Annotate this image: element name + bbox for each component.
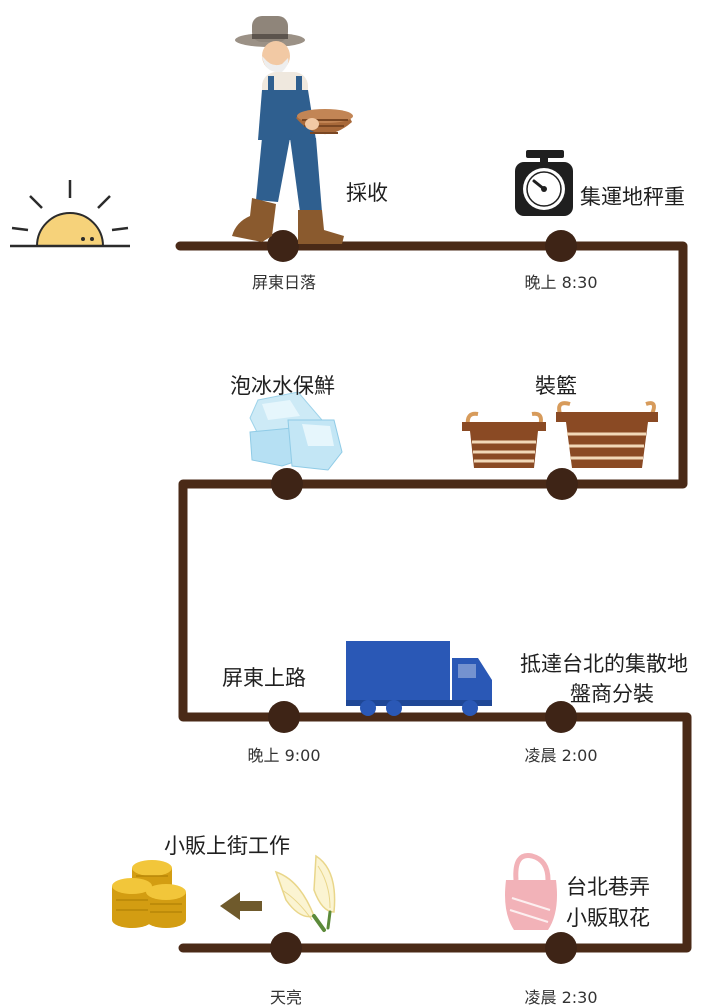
station-dot-ice bbox=[271, 468, 303, 500]
time-900-label: 晚上 9:00 bbox=[247, 746, 321, 765]
scale-icon bbox=[515, 150, 573, 216]
flower-bag-icon bbox=[505, 853, 557, 930]
station-dot-daybreak bbox=[270, 932, 302, 964]
step-vendor-pick-label-line1: 台北巷弄 bbox=[566, 875, 650, 899]
step-depart-label: 屏東上路 bbox=[222, 666, 306, 690]
left-arrow-icon bbox=[220, 892, 262, 920]
time-830-label: 晚上 8:30 bbox=[524, 273, 598, 292]
ice-icon bbox=[249, 391, 343, 471]
station-dot-basket bbox=[546, 468, 578, 500]
station-dot-sunset bbox=[267, 230, 299, 262]
station-dot-depart bbox=[268, 701, 300, 733]
step-vendor-pick-label-line2: 小販取花 bbox=[566, 906, 650, 930]
baskets-icon bbox=[462, 401, 658, 468]
step-weigh-label: 集運地秤重 bbox=[580, 185, 685, 209]
time-daybreak-label: 天亮 bbox=[269, 988, 303, 1007]
station-dot-weigh bbox=[545, 230, 577, 262]
time-sunset-label: 屏東日落 bbox=[251, 273, 317, 292]
step-arrive-label-line2: 盤商分裝 bbox=[570, 682, 654, 706]
coins-icon bbox=[112, 860, 186, 928]
flowers-icon bbox=[274, 854, 336, 932]
step-vendor-work-label: 小販上街工作 bbox=[164, 834, 290, 858]
step-ice-label: 泡冰水保鮮 bbox=[230, 374, 335, 398]
truck-icon bbox=[346, 641, 492, 716]
sunset-icon bbox=[10, 180, 130, 248]
route-path bbox=[175, 241, 692, 953]
station-dot-vendor-pick bbox=[545, 932, 577, 964]
station-dot-arrive bbox=[545, 701, 577, 733]
farmer-icon bbox=[232, 16, 353, 244]
time-230-label: 凌晨 2:30 bbox=[524, 988, 598, 1007]
step-basket-label: 裝籃 bbox=[535, 374, 577, 398]
step-harvest-label: 採收 bbox=[346, 181, 388, 205]
step-arrive-label-line1: 抵達台北的集散地 bbox=[520, 652, 688, 676]
time-200-label: 凌晨 2:00 bbox=[524, 746, 598, 765]
